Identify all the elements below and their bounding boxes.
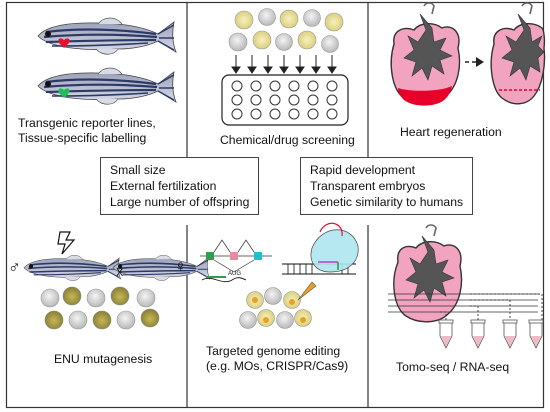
advantages-box-left: Small size External fertilization Large … bbox=[100, 157, 260, 215]
advantages-box-right: Rapid development Transparent embryos Ge… bbox=[300, 157, 474, 215]
arrow-icon bbox=[231, 55, 337, 74]
transgenic-fish-illustration bbox=[36, 16, 178, 106]
genome-editing-label: Targeted genome editing (e.g. MOs, CRISP… bbox=[206, 344, 349, 373]
transgenic-label: Transgenic reporter lines, Tissue-specif… bbox=[18, 116, 156, 145]
tomo-seq-label: Tomo-seq / RNA-seq bbox=[396, 360, 510, 374]
chemical-screening-label: Chemical/drug screening bbox=[220, 133, 355, 147]
arrow-icon bbox=[440, 293, 543, 320]
advantage-item: Small size bbox=[110, 163, 166, 177]
advantage-item: Rapid development bbox=[310, 163, 416, 177]
advantage-item: Transparent embryos bbox=[310, 179, 426, 193]
advantage-item: Genetic similarity to humans bbox=[310, 195, 464, 209]
heart-injured bbox=[390, 2, 461, 106]
enu-cross-illustration bbox=[23, 231, 211, 282]
female-symbol: ♀ bbox=[174, 257, 187, 276]
male-symbol: ♂ bbox=[8, 258, 21, 277]
heart-regenerated bbox=[490, 2, 546, 105]
lightning-icon bbox=[57, 231, 76, 255]
advantage-item: Large number of offspring bbox=[110, 195, 250, 209]
tube-icon bbox=[438, 319, 544, 349]
crispr-complex bbox=[282, 222, 359, 275]
embryo-cluster bbox=[228, 8, 344, 53]
cross-symbol: X bbox=[116, 267, 124, 279]
injection-needle-icon bbox=[297, 281, 317, 301]
aug-label: AUG bbox=[228, 271, 242, 277]
multiwell-plate bbox=[221, 74, 349, 126]
mutant-embryos bbox=[40, 286, 160, 330]
tomo-seq-heart bbox=[393, 224, 463, 323]
enu-mutagenesis-label: ENU mutagenesis bbox=[54, 352, 153, 366]
heart-icon bbox=[58, 88, 70, 98]
advantage-item: External fertilization bbox=[110, 179, 217, 193]
section-lines bbox=[388, 293, 538, 313]
heart-regeneration-label: Heart regeneration bbox=[400, 125, 502, 139]
heart-icon bbox=[58, 38, 70, 48]
injected-embryos bbox=[239, 281, 317, 329]
gene-model bbox=[200, 239, 272, 283]
arrow-icon bbox=[465, 57, 484, 67]
